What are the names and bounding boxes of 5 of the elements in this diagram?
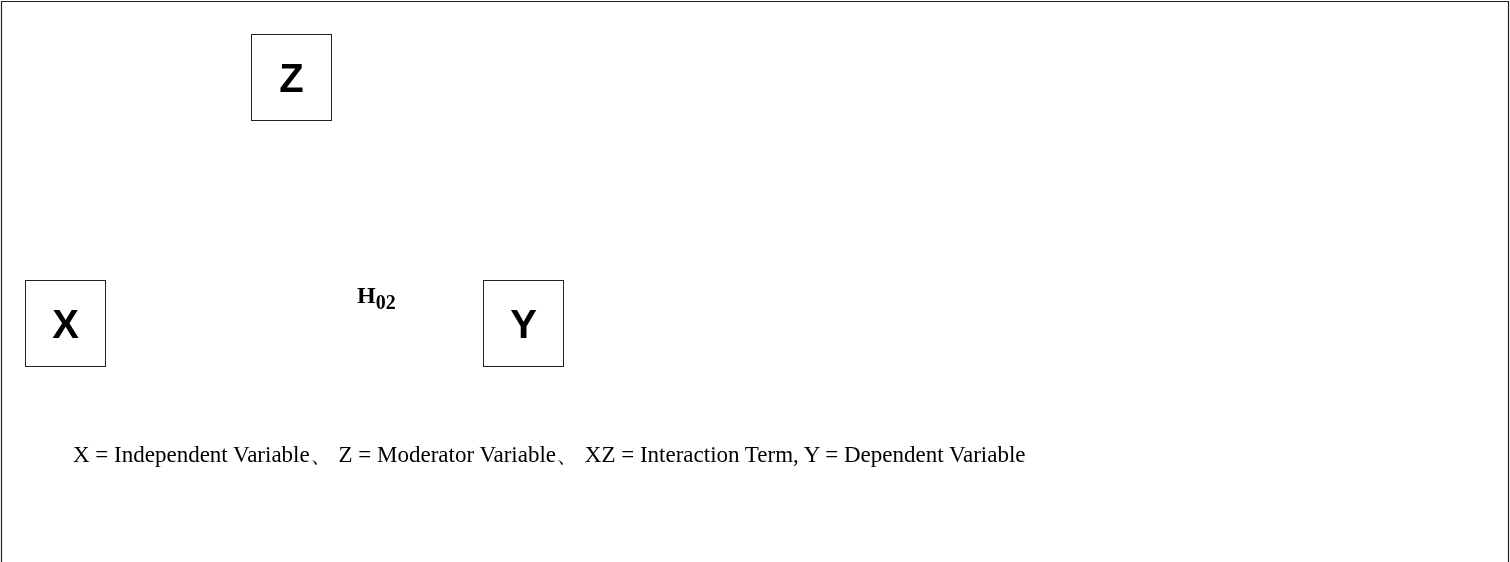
variable-box: Z: [251, 34, 332, 121]
caption-text: X = Independent Variable、 Z = Moderator Variable、 XZ = Interaction Term, Y = Dependent Variable: [73, 441, 1026, 469]
variable-box: Y: [483, 280, 564, 367]
variable-box: X: [25, 280, 106, 367]
hypothesis-label: H$_{02}$: [357, 283, 396, 312]
